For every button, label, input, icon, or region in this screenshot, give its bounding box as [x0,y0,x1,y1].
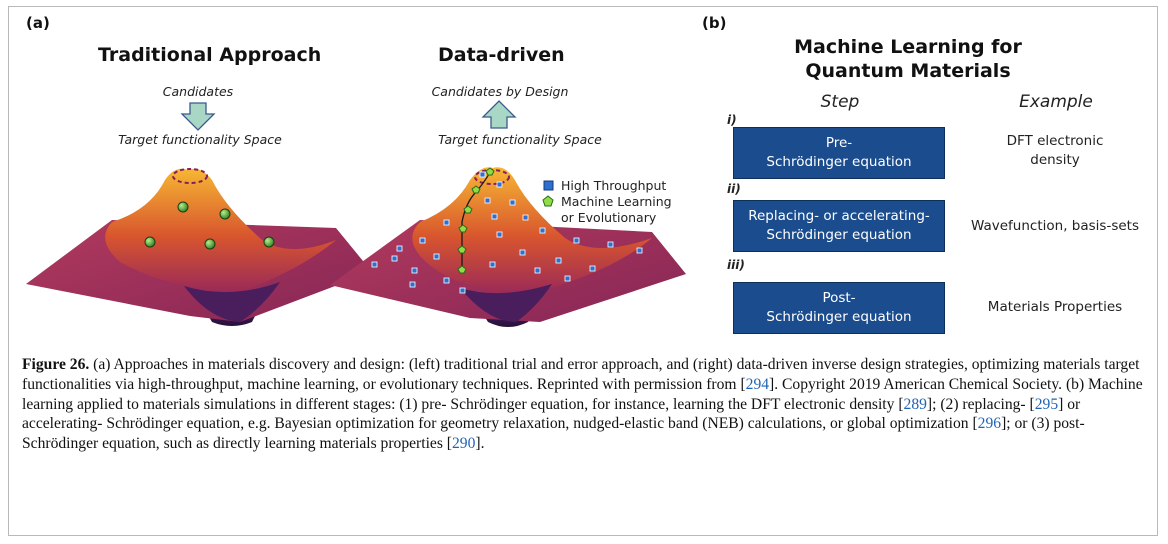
caption-text: (a) Approaches in materials discovery an… [22,356,1140,393]
ht-point [443,277,450,284]
caption-text: ]. Copyright 2019 American Chemical Soci… [22,375,1143,413]
ht-point [564,275,571,282]
data-driven-valley-mouth [460,284,552,322]
ml-point [471,185,481,194]
ht-point [589,265,596,272]
row-numeral: iii) [727,258,745,272]
caption-text: ]. [475,435,485,453]
ht-point [534,267,541,274]
ht-point [607,241,614,248]
traditional-peak [105,168,336,292]
traditional-candidate [204,238,216,250]
legend-machine-learning: Machine Learning [561,194,672,209]
column-example-header: Example [1019,92,1093,112]
ht-point [491,213,498,220]
traditional-valley-mouth [184,282,280,322]
panel-b-label: (b) [702,14,727,32]
step-box-line: Schrödinger equation [766,309,912,325]
citation-link[interactable]: 295 [1034,395,1059,413]
legend-high-throughput-icon [543,180,554,191]
caption-label: Figure 26. [22,356,90,373]
ht-point [555,257,562,264]
panel-a-label: (a) [26,14,50,32]
traditional-title: Traditional Approach [98,44,322,66]
step-box-line: Replacing- or accelerating- [748,208,930,224]
citation-link[interactable]: 289 [903,395,927,413]
ht-point [496,231,503,238]
step-box-post: Post- Schrödinger equation [733,282,945,334]
ml-point [463,205,473,214]
data-driven-peak [412,167,652,294]
data-driven-landscape [330,167,686,327]
step-box-line: Schrödinger equation [766,227,912,243]
citation-link[interactable]: 294 [745,375,770,393]
ht-point [484,197,491,204]
ht-point [409,281,416,288]
ht-point [443,219,450,226]
traditional-candidates-label: Candidates [162,84,234,99]
ht-point [371,261,378,268]
ht-point [496,181,503,188]
ml-point [457,265,467,274]
example-pre: DFT electronic density [960,132,1150,170]
step-box-pre: Pre- Schrödinger equation [733,127,945,179]
column-step-header: Step [820,92,860,112]
ht-point [519,249,526,256]
up-arrow-icon [481,100,517,129]
panel-a-illustration [26,100,686,327]
ht-point [522,214,529,221]
figure-frame [8,6,1158,536]
row-numeral: ii) [727,182,741,196]
ht-point [509,199,516,206]
figure-caption: Figure 26. (a) Approaches in materials d… [22,355,1144,454]
caption-text: ] or accelerating- Schrödinger equation,… [22,395,1081,433]
step-box-line: Pre- [825,135,853,151]
example-line: DFT electronic [1006,133,1104,149]
step-box-line: Post- [822,290,856,306]
high-throughput-points [371,171,643,294]
panel-b-title-line2: Quantum Materials [805,60,1011,82]
caption-text: ]; or (3) post-Schrödinger equation, suc… [22,415,1085,453]
ht-point [391,255,398,262]
step-box-line: Schrödinger equation [766,154,912,170]
ht-point [433,253,440,260]
ml-point [457,245,467,254]
ml-point [485,167,495,176]
traditional-target-label: Target functionality Space [118,132,282,147]
ht-point [489,261,496,268]
ml-point [458,224,468,233]
machine-learning-points [457,167,495,274]
legend-or-evolutionary: or Evolutionary [561,210,657,225]
data-driven-title: Data-driven [438,44,565,66]
example-line: density [1030,152,1080,168]
data-driven-candidates-label: Candidates by Design [431,84,569,99]
citation-link[interactable]: 296 [977,415,1002,433]
caption-text: ]; (2) replacing- [ [926,395,1035,413]
legend-high-throughput: High Throughput [561,178,667,193]
traditional-landscape [26,168,372,326]
down-arrow-icon [180,102,216,131]
panel-b-title-line1: Machine Learning for [794,36,1022,58]
traditional-candidate [177,201,189,213]
ht-point [419,237,426,244]
example-replacing: Wavefunction, basis-sets [971,218,1139,234]
traditional-target-ring [172,168,208,184]
data-driven-target-label: Target functionality Space [438,132,602,147]
ht-point [573,237,580,244]
ht-point [411,267,418,274]
row-numeral: i) [727,113,737,127]
step-box-replacing: Replacing- or accelerating- Schrödinger … [733,200,945,252]
example-post: Materials Properties [987,299,1123,315]
ht-point [479,171,486,178]
legend-machine-learning-icon [542,195,554,207]
ht-point [396,245,403,252]
traditional-candidate [144,236,156,248]
ht-point [539,227,546,234]
ht-point [459,287,466,294]
optimization-path [461,171,491,268]
citation-link[interactable]: 290 [452,435,476,453]
traditional-candidate [263,236,275,248]
traditional-candidate [219,208,231,220]
ht-point [636,247,643,254]
